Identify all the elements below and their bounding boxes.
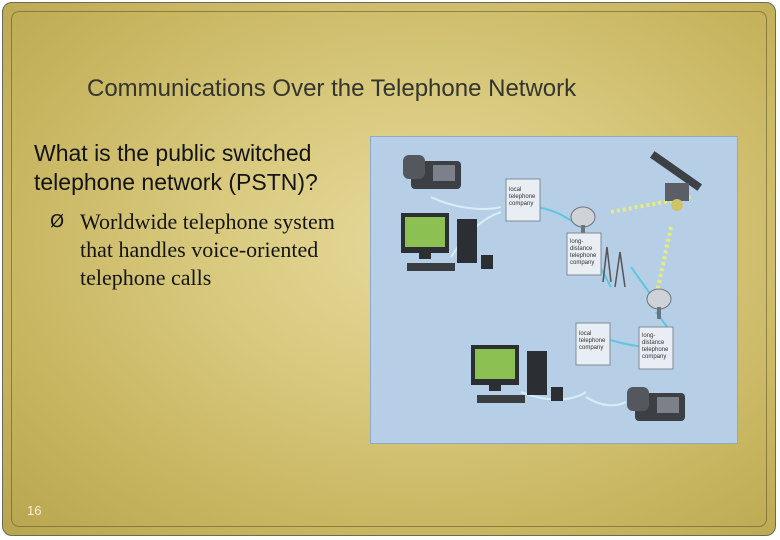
telephone-icon-2 <box>627 387 685 421</box>
slide-frame <box>11 11 767 527</box>
satellite-icon <box>649 151 703 211</box>
local-telephone-company-bottom: local telephone company <box>575 322 611 366</box>
computer-icon-2 <box>471 345 563 403</box>
satellite-dish-icon <box>570 206 596 235</box>
svg-text:local telephone: local telephone company <box>579 331 607 351</box>
slide-number: 16 <box>27 503 42 518</box>
bullet-arrow-icon: Ø <box>50 211 65 232</box>
long-distance-company-right: long- distance telephone company <box>638 326 674 370</box>
radio-tower-icon <box>602 246 626 288</box>
long-distance-company-mid: long- distance telephone company <box>566 232 602 276</box>
computer-icon <box>401 213 493 271</box>
satellite-dish-icon-2 <box>646 288 672 319</box>
telephone-icon <box>403 155 461 189</box>
local-telephone-company-top: local telephone company <box>505 178 541 222</box>
slide-title: Communications Over the Telephone Networ… <box>87 75 577 102</box>
svg-text:long- distance: long- distance telephone company <box>642 333 670 360</box>
svg-text:long- distance: long- distance telephone company <box>570 239 598 266</box>
question-text: What is the public switched telephone ne… <box>34 140 318 195</box>
svg-text:local telephone: local telephone company <box>509 187 537 207</box>
pstn-diagram: local telephone company long- distance t… <box>370 136 738 444</box>
bullet-text: Worldwide telephone system that handles … <box>80 209 335 290</box>
